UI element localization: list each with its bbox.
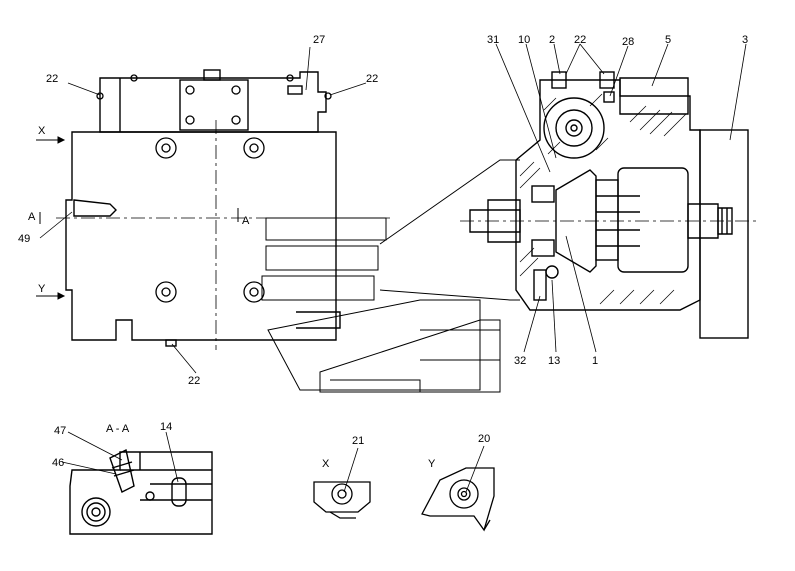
section-a-a-title: A - A — [106, 423, 130, 435]
callout-49: 49 — [18, 233, 30, 245]
callout-22-top-left: 22 — [46, 73, 58, 85]
callout-31: 31 — [487, 34, 499, 46]
callout-27: 27 — [313, 34, 325, 46]
callout-22-right: 22 — [574, 34, 586, 46]
callout-28: 28 — [622, 36, 634, 48]
callout-21: 21 — [352, 435, 364, 447]
view-y-detail — [421, 467, 495, 532]
callout-1: 1 — [592, 355, 598, 367]
housing-bolts — [96, 74, 332, 303]
motor-section-view — [460, 71, 760, 339]
section-mark-a-left: A — [28, 211, 36, 223]
shaft-ghost-outline — [261, 159, 520, 393]
callout-labels: 27 22 22 22 49 31 10 2 22 28 5 3 32 13 1… — [18, 34, 748, 470]
callout-10: 10 — [518, 34, 530, 46]
view-arrow-y-label: Y — [38, 283, 46, 295]
pump-housing-front-view — [56, 69, 390, 350]
callout-22-bottom: 22 — [188, 375, 200, 387]
callout-13: 13 — [548, 355, 560, 367]
callout-14: 14 — [160, 421, 172, 433]
view-y-title: Y — [428, 458, 436, 470]
callout-20: 20 — [478, 433, 490, 445]
view-x-detail — [313, 481, 371, 519]
callout-leaders — [39, 43, 747, 493]
section-mark-a-right: A — [242, 215, 250, 227]
callout-22-top-right: 22 — [366, 73, 378, 85]
section-hatching — [519, 93, 687, 305]
view-arrow-x-label: X — [38, 125, 46, 137]
view-direction-arrows — [36, 136, 239, 300]
section-a-a-view — [69, 448, 213, 535]
view-x-title: X — [322, 458, 330, 470]
callout-46: 46 — [52, 457, 64, 469]
callout-2: 2 — [549, 34, 555, 46]
callout-5: 5 — [665, 34, 671, 46]
callout-3: 3 — [742, 34, 748, 46]
callout-47: 47 — [54, 425, 66, 437]
callout-32: 32 — [514, 355, 526, 367]
